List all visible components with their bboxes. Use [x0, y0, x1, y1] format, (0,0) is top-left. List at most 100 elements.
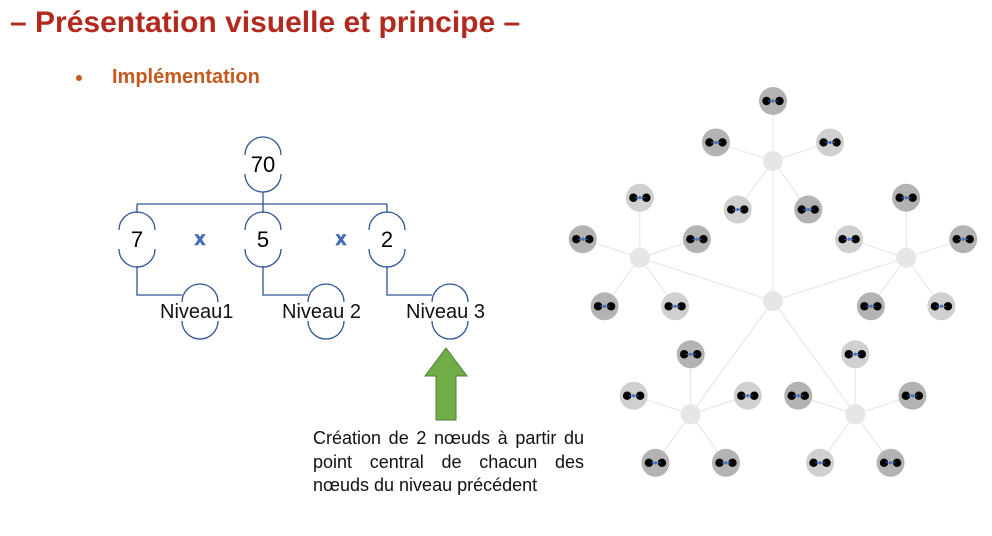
- root-node-value: 70: [251, 152, 275, 177]
- black-dot: [809, 458, 818, 468]
- black-dot: [930, 302, 940, 311]
- black-dot: [718, 138, 727, 147]
- branch-dot-pair: [879, 458, 902, 468]
- child-node-2-arc-top: [244, 211, 282, 231]
- level2-arc-top: [307, 283, 345, 303]
- level3-arc-top: [431, 283, 469, 303]
- black-dot: [677, 302, 686, 311]
- black-dot: [585, 234, 594, 244]
- level-2-label: Niveau 2: [282, 301, 361, 323]
- branch-dot-pair: [901, 391, 924, 400]
- black-dot: [606, 302, 616, 311]
- branch-dot-pair: [797, 205, 819, 214]
- multiply-operator-2: x: [336, 229, 347, 250]
- branch-dot-pair: [787, 391, 809, 400]
- branch-dot-pair: [860, 302, 882, 311]
- black-dot: [762, 96, 771, 106]
- black-dot: [750, 391, 759, 400]
- slide-title: – Présentation visuelle et principe –: [10, 6, 521, 39]
- black-dot: [800, 391, 809, 400]
- branch-dot-pair: [819, 138, 841, 147]
- black-dot: [727, 205, 736, 214]
- black-dot: [908, 193, 917, 202]
- radial-spoke: [690, 300, 774, 415]
- black-dot: [657, 458, 667, 468]
- black-dot: [844, 350, 853, 359]
- radial-tree-illustration: [568, 87, 978, 477]
- radial-spoke: [772, 300, 856, 415]
- black-dot: [740, 205, 749, 214]
- black-dot: [851, 234, 860, 244]
- black-dot: [879, 458, 889, 468]
- black-dot: [644, 458, 654, 468]
- child-node-3-value: 2: [381, 227, 393, 252]
- black-dot: [822, 458, 831, 468]
- black-dot: [914, 391, 924, 400]
- level-3-label: Niveau 3: [406, 301, 485, 323]
- level2-connector: [262, 266, 308, 296]
- black-dot: [622, 391, 632, 400]
- black-dot: [664, 302, 673, 311]
- branch-dot-pair: [572, 234, 594, 244]
- branch-dot-pair: [629, 193, 651, 202]
- cluster-center-node: [763, 151, 783, 171]
- bullet-dot-icon: [76, 74, 82, 81]
- black-dot: [838, 234, 847, 244]
- black-dot: [635, 391, 645, 400]
- child-node-3-arc-top: [368, 211, 406, 231]
- multiply-operator-1: x: [195, 229, 206, 250]
- branch-dot-pair: [930, 302, 953, 311]
- level1-arc-bottom: [181, 320, 219, 340]
- black-dot: [873, 302, 882, 311]
- radial-spoke: [639, 257, 774, 302]
- black-dot: [895, 193, 904, 202]
- black-dot: [593, 302, 603, 311]
- black-dot: [892, 458, 902, 468]
- radial-center-node: [763, 291, 783, 311]
- black-dot: [857, 350, 866, 359]
- bullet-text: Implémentation: [112, 66, 260, 88]
- black-dot: [686, 234, 695, 244]
- branch-dot-pair: [838, 234, 860, 244]
- branch-dot-pair: [952, 234, 974, 244]
- branch-dot-pair: [664, 302, 686, 311]
- black-dot: [715, 458, 724, 468]
- up-arrow-icon: [424, 347, 468, 421]
- branch-dot-pair: [895, 193, 917, 202]
- branch-dot-pair: [809, 458, 831, 468]
- child-node-1-arc-top: [118, 211, 156, 231]
- black-dot: [819, 138, 828, 147]
- branch-dot-pair: [762, 96, 784, 106]
- branch-dot-pair: [844, 350, 866, 359]
- branch-dot-pair: [680, 350, 702, 359]
- black-dot: [810, 205, 819, 214]
- black-dot: [832, 138, 841, 147]
- black-dot: [728, 458, 737, 468]
- bullet-item: Implémentation: [76, 66, 260, 89]
- black-dot: [572, 234, 581, 244]
- branch-dot-pair: [715, 458, 737, 468]
- level1-arc-top: [181, 283, 219, 303]
- black-dot: [797, 205, 806, 214]
- branch-dot-pair: [622, 391, 645, 400]
- branch-dot-pair: [705, 138, 727, 147]
- child-node-1-value: 7: [131, 227, 143, 252]
- black-dot: [693, 350, 702, 359]
- branch-dot-pair: [593, 302, 616, 311]
- tree-diagram: [118, 136, 469, 340]
- level3-arc-bottom: [431, 320, 469, 340]
- child-node-2-value: 5: [257, 227, 269, 252]
- cluster-center-node: [896, 247, 917, 268]
- level-1-label: Niveau1: [160, 301, 233, 323]
- black-dot: [629, 193, 638, 202]
- black-dot: [901, 391, 911, 400]
- cluster-center-node: [629, 247, 650, 268]
- level2-arc-bottom: [307, 320, 345, 340]
- root-node-arc-top: [244, 136, 282, 156]
- cluster-center-node: [845, 404, 866, 425]
- branch-dot-pair: [644, 458, 667, 468]
- caption-text: Création de 2 nœuds à partir du point ce…: [313, 428, 584, 495]
- branch-dot-pair: [686, 234, 708, 244]
- black-dot: [642, 193, 651, 202]
- radial-spoke: [772, 257, 907, 302]
